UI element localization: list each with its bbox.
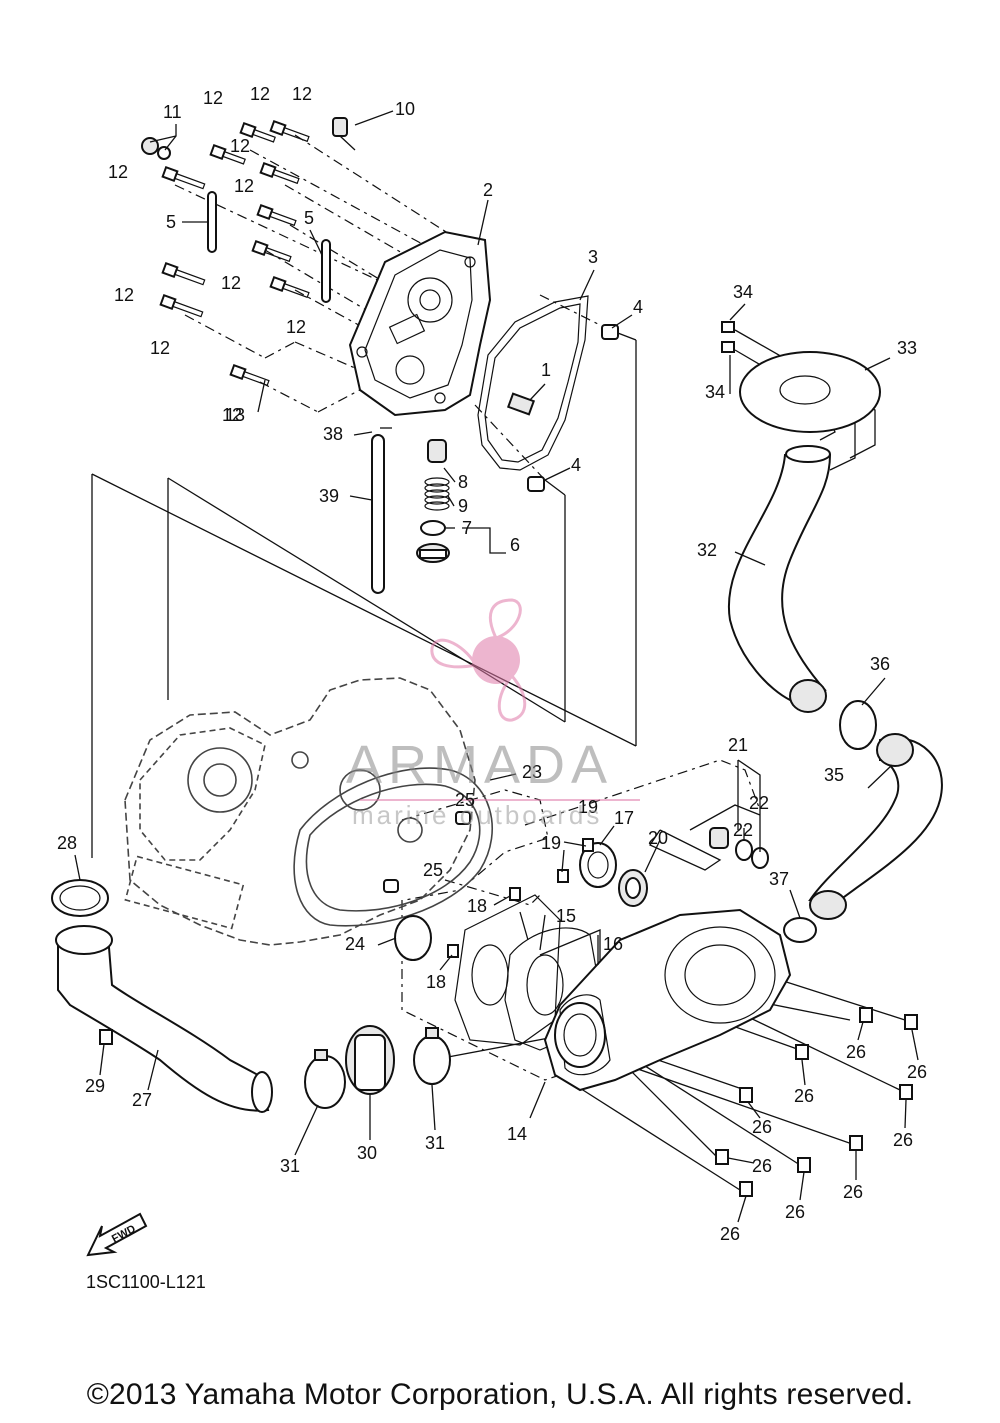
part-label: 26: [752, 1156, 772, 1176]
part-label: 12: [108, 162, 128, 182]
part-label: 36: [870, 654, 890, 674]
part-label: 25: [423, 860, 443, 880]
tube-39: [371, 427, 392, 594]
part-label: 26: [907, 1062, 927, 1082]
part-label: 29: [85, 1076, 105, 1096]
part-label: 4: [633, 297, 643, 317]
part-label: 18: [426, 972, 446, 992]
part-label: 12: [292, 84, 312, 104]
crankcase-assembly: [124, 677, 494, 946]
watermark-name: ARMADA: [346, 735, 614, 795]
part-label: 9: [458, 496, 468, 516]
outlet-hoses: [721, 321, 943, 943]
part-label: 25: [455, 790, 475, 810]
part-label: 14: [507, 1124, 527, 1144]
bolts-18: [447, 887, 521, 958]
part-label: 12: [230, 136, 250, 156]
cvt-cover-14: [543, 908, 792, 1092]
part-label: 18: [467, 896, 487, 916]
part-label: 6: [510, 535, 520, 555]
part-label: 39: [319, 486, 339, 506]
part-label: 4: [571, 455, 581, 475]
part-label: 22: [733, 820, 753, 840]
dowel-pins-25: [383, 811, 471, 893]
part-label: 12: [150, 338, 170, 358]
part-label: 37: [769, 869, 789, 889]
part-label: 16: [603, 934, 623, 954]
part-label: 3: [588, 247, 598, 267]
part-number-labels: 1 2 3 4 4 5 5 6 7 8 9 10 11 12 12 12 12 …: [57, 84, 927, 1244]
part-label: 12: [203, 88, 223, 108]
part-label: 26: [720, 1224, 740, 1244]
part-label: 31: [425, 1133, 445, 1153]
part-label: 12: [234, 176, 254, 196]
part-label: 27: [132, 1090, 152, 1110]
part-label: 38: [323, 424, 343, 444]
part-label: 26: [846, 1042, 866, 1062]
o-rings-5: [207, 191, 331, 303]
intake-duct-27: [51, 879, 273, 1113]
part-label: 15: [556, 906, 576, 926]
oil-strainer-group: [416, 439, 450, 563]
part-label: 5: [304, 208, 314, 228]
dowel-pins-4: [527, 324, 619, 492]
part-label: 8: [458, 472, 468, 492]
part-label: 31: [280, 1156, 300, 1176]
clamps-and-sleeve: [304, 1025, 451, 1109]
part-label: 19: [578, 797, 598, 817]
part-label: 35: [824, 765, 844, 785]
part-label: 26: [893, 1130, 913, 1150]
bolts-12: [159, 119, 310, 318]
fwd-label: FWD: [110, 1223, 138, 1245]
part-label: 5: [166, 212, 176, 232]
part-label: 33: [897, 338, 917, 358]
part-label: 26: [794, 1086, 814, 1106]
part-label: 34: [733, 282, 753, 302]
part-label: 23: [522, 762, 542, 782]
part-label: 19: [541, 833, 561, 853]
part-label: 12: [250, 84, 270, 104]
part-label: 2: [483, 180, 493, 200]
watermark-tagline: marine outboards: [352, 800, 603, 830]
part-label: 12: [286, 317, 306, 337]
part-label: 13: [225, 405, 245, 425]
bolts-26: [715, 1007, 918, 1197]
gasket-3: [477, 295, 589, 471]
part-label: 26: [843, 1182, 863, 1202]
part-label: 30: [357, 1143, 377, 1163]
dipstick-10: [332, 117, 356, 151]
part-label: 1: [541, 360, 551, 380]
part-label: 10: [395, 99, 415, 119]
part-label: 17: [614, 808, 634, 828]
part-label: 12: [221, 273, 241, 293]
copyright-notice: ©2013 Yamaha Motor Corporation, U.S.A. A…: [86, 1378, 914, 1411]
crankcase-cover-2: [348, 230, 492, 417]
o-ring-24: [394, 915, 432, 961]
part-label: 21: [728, 735, 748, 755]
label-leaders: [74, 110, 919, 1223]
part-label: 26: [785, 1202, 805, 1222]
part-label: 12: [114, 285, 134, 305]
catalog-code: 1SC1100-L121: [86, 1272, 206, 1292]
part-11: [141, 137, 171, 160]
seal-and-ring-parts: [557, 827, 769, 907]
part-label: 20: [648, 828, 668, 848]
part-label: 11: [163, 102, 182, 122]
watermark-logo: [360, 598, 640, 801]
part-label: 22: [749, 793, 769, 813]
bolt-13: [229, 363, 270, 387]
part-label: 34: [705, 382, 725, 402]
part-label: 28: [57, 833, 77, 853]
part-label: 12: [222, 405, 242, 425]
part-label: 24: [345, 934, 365, 954]
part-1: [506, 392, 536, 416]
part-label: 26: [752, 1117, 772, 1137]
part-label: 32: [697, 540, 717, 560]
plates-15-16: [454, 894, 601, 1051]
fwd-arrow-icon: FWD: [86, 1212, 148, 1257]
